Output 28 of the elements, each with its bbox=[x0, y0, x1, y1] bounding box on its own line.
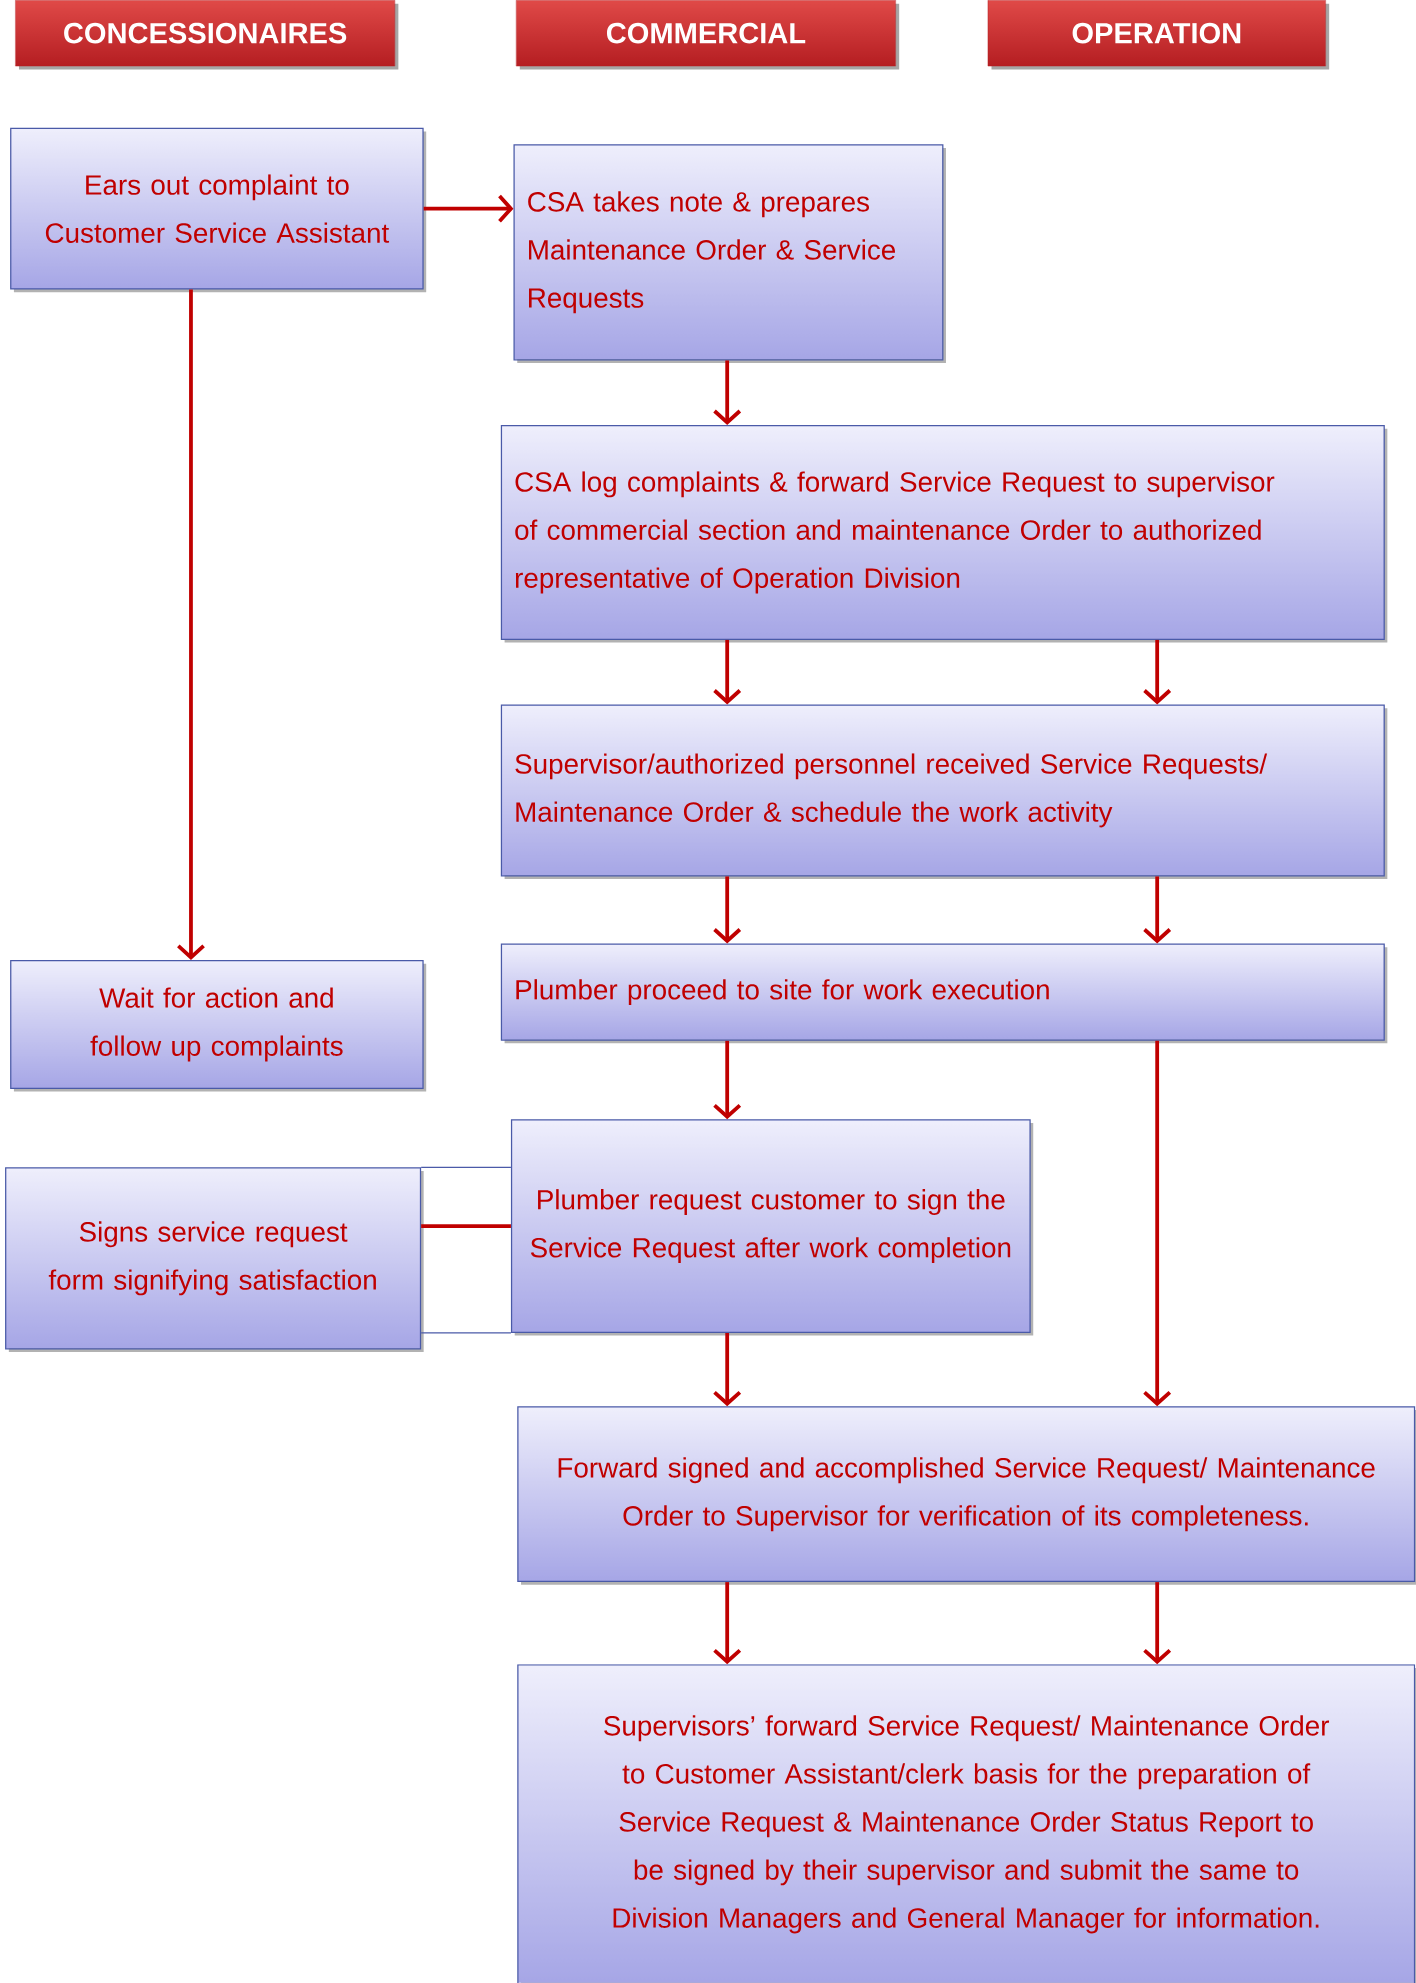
arrow bbox=[1143, 639, 1171, 705]
arrow bbox=[713, 639, 741, 705]
process-box: Plumber proceed to site for work execution bbox=[500, 943, 1388, 1044]
process-box: CSA takes note & prepares Maintenance Order & Service Requests bbox=[513, 144, 946, 363]
column-header: COMMERCIAL bbox=[515, 0, 899, 70]
process-box: Supervisor/authorized personnel received Service Requests/ Maintenance Order & schedule the work activity bbox=[500, 704, 1388, 879]
process-box: Signs service request form signifying satisfaction bbox=[4, 1167, 424, 1352]
process-box: Ears out complaint to Customer Service Assistant bbox=[9, 127, 426, 293]
arrow bbox=[713, 1332, 741, 1407]
connector-line bbox=[420, 1224, 511, 1228]
column-header: CONCESSIONAIRES bbox=[14, 0, 399, 70]
arrow bbox=[423, 194, 514, 223]
arrow bbox=[1143, 1040, 1171, 1407]
arrow bbox=[713, 1582, 741, 1665]
arrow bbox=[176, 289, 205, 960]
connector-line bbox=[420, 1166, 512, 1168]
arrow bbox=[713, 876, 741, 944]
process-box: Plumber request customer to sign the Service Request after work completion bbox=[510, 1119, 1034, 1336]
arrow bbox=[1143, 1582, 1171, 1665]
process-box: CSA log complaints & forward Service Request to supervisor of commercial section and maintenance Order to authorized representative of Operation Division bbox=[500, 424, 1388, 643]
column-header: OPERATION bbox=[987, 0, 1329, 70]
process-box: Supervisors’ forward Service Request/ Maintenance Order to Customer Assistant/clerk basis for the preparation of Service Request & Maintenance Order Status Report to be signed by their supervisor and submit the same to Division Managers and General Manager for information. bbox=[517, 1664, 1416, 1983]
connector-line bbox=[420, 1332, 512, 1334]
arrow bbox=[713, 360, 741, 425]
arrow bbox=[713, 1040, 741, 1120]
process-box: Forward signed and accomplished Service Request/ Maintenance Order to Supervisor for verification of its completeness. bbox=[517, 1406, 1416, 1585]
process-box: Wait for action and follow up complaints bbox=[9, 959, 426, 1092]
arrow bbox=[1143, 876, 1171, 944]
